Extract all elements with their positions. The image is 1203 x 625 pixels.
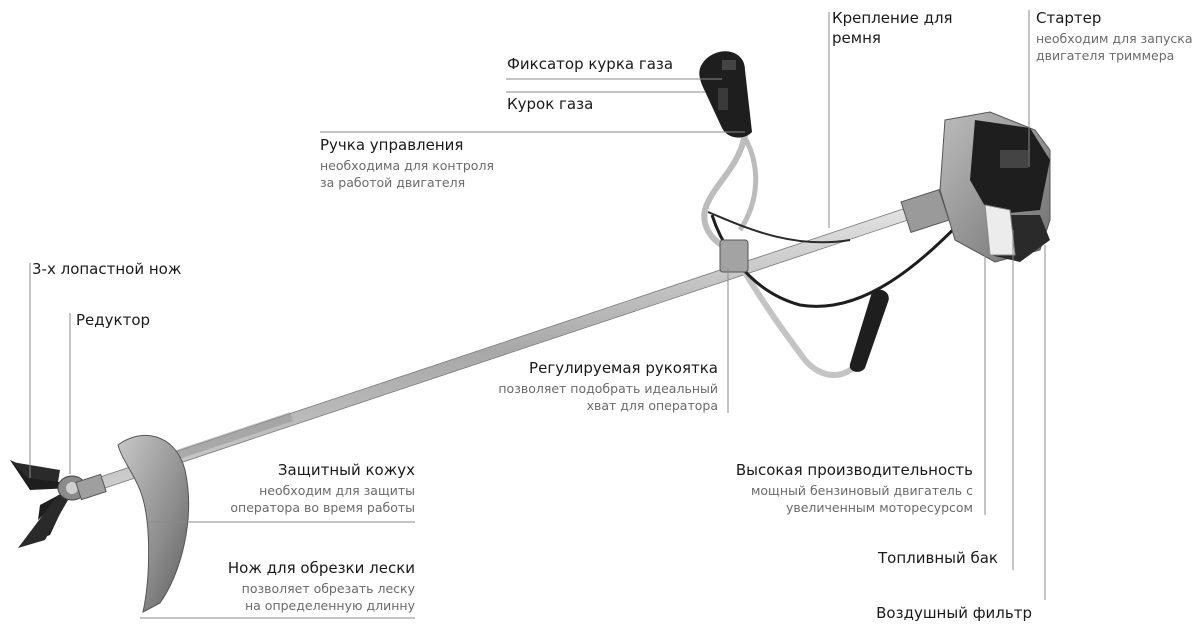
label-adjustable-handle: Регулируемая рукоятка позволяет подобрат… xyxy=(470,361,718,414)
label-adjustable-handle-title: Регулируемая рукоятка xyxy=(470,361,718,376)
label-strap-mount-title2: ремня xyxy=(832,31,953,46)
label-line-cutter-desc1: позволяет обрезать леску xyxy=(200,580,415,597)
label-starter-desc1: необходим для запуска xyxy=(1036,30,1193,47)
label-gearbox: Редуктор xyxy=(76,313,150,328)
label-performance: Высокая производительность мощный бензин… xyxy=(700,463,973,516)
label-performance-title: Высокая производительность xyxy=(700,463,973,478)
label-fuel-tank: Топливный бак xyxy=(820,551,998,566)
label-starter-title: Стартер xyxy=(1036,11,1193,26)
label-guard-title: Защитный кожух xyxy=(200,463,415,478)
label-line-cutter-title: Нож для обрезки лески xyxy=(200,561,415,576)
label-air-filter: Воздушный фильтр xyxy=(832,606,1032,621)
label-fuel-tank-title: Топливный бак xyxy=(820,551,998,566)
label-throttle-trigger-title: Курок газа xyxy=(507,97,593,112)
label-guard: Защитный кожух необходим для защиты опер… xyxy=(200,463,415,516)
label-gearbox-title: Редуктор xyxy=(76,313,150,328)
label-guard-desc1: необходим для защиты xyxy=(200,482,415,499)
label-guard-desc2: оператора во время работы xyxy=(200,499,415,516)
label-starter-desc2: двигателя триммера xyxy=(1036,47,1193,64)
label-control-handle-desc1: необходима для контроля xyxy=(320,157,494,174)
label-performance-desc1: мощный бензиновый двигатель с xyxy=(700,482,973,499)
label-starter: Стартер необходим для запуска двигателя … xyxy=(1036,11,1193,64)
label-strap-mount-title1: Крепление для xyxy=(832,11,953,26)
label-adjustable-handle-desc1: позволяет подобрать идеальный xyxy=(470,380,718,397)
label-blade-title: 3-х лопастной нож xyxy=(32,262,181,277)
label-adjustable-handle-desc2: хват для оператора xyxy=(470,397,718,414)
label-control-handle-desc2: за работой двигателя xyxy=(320,174,494,191)
label-blade: 3-х лопастной нож xyxy=(32,262,181,277)
label-throttle-lock-title: Фиксатор курка газа xyxy=(507,57,673,72)
label-strap-mount: Крепление для ремня xyxy=(832,11,953,46)
label-throttle-lock: Фиксатор курка газа xyxy=(507,57,673,72)
label-control-handle-title: Ручка управления xyxy=(320,138,494,153)
label-line-cutter: Нож для обрезки лески позволяет обрезать… xyxy=(200,561,415,614)
label-control-handle: Ручка управления необходима для контроля… xyxy=(320,138,494,191)
label-performance-desc2: увеличенным моторесурсом xyxy=(700,499,973,516)
label-line-cutter-desc2: на определенную длинну xyxy=(200,597,415,614)
label-throttle-trigger: Курок газа xyxy=(507,97,593,112)
label-air-filter-title: Воздушный фильтр xyxy=(832,606,1032,621)
